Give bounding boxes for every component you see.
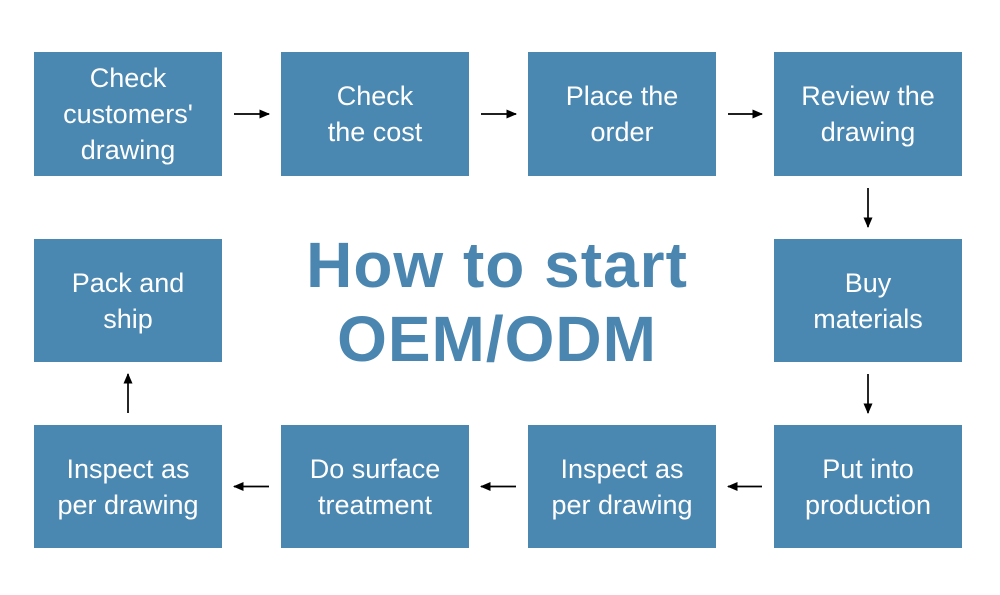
flow-step-label: treatment xyxy=(317,489,433,520)
flow-step-label: Pack and xyxy=(71,267,185,298)
flow-step-label: Inspect as xyxy=(66,453,190,484)
flow-step-pack-and-ship: Pack and ship xyxy=(34,239,222,362)
flow-step-inspect-as-per-drawing-right: Inspect as per drawing xyxy=(528,425,716,548)
flow-step-label: Inspect as xyxy=(560,453,684,484)
diagram-title-line1: How to start xyxy=(306,229,688,301)
flow-step-do-surface-treatment: Do surface treatment xyxy=(281,425,469,548)
flow-step-label: Put into xyxy=(822,453,914,484)
flow-step-label: Do surface xyxy=(309,453,441,484)
flow-step-label: production xyxy=(804,489,932,520)
flow-step-label: materials xyxy=(813,303,923,334)
flow-step-check-the-cost: Check the cost xyxy=(281,52,469,176)
flow-step-label: per drawing xyxy=(57,489,199,520)
flow-step-label: Place the xyxy=(565,81,679,111)
flow-step-label: customers' xyxy=(63,99,193,129)
flow-step-label: the cost xyxy=(327,117,423,147)
diagram-title-line2: OEM/ODM xyxy=(337,303,657,375)
flow-step-inspect-as-per-drawing-left: Inspect as per drawing xyxy=(34,425,222,548)
flow-step-label: Check xyxy=(89,63,167,93)
flow-step-label: drawing xyxy=(80,135,176,165)
flow-step-buy-materials: Buy materials xyxy=(774,239,962,362)
flow-step-label: Check xyxy=(336,81,414,111)
flow-step-check-customers-drawing: Check customers' drawing xyxy=(34,52,222,176)
flow-step-label: Buy xyxy=(844,267,892,298)
flow-step-put-into-production: Put into production xyxy=(774,425,962,548)
flow-step-label: order xyxy=(590,117,654,147)
flow-step-label: ship xyxy=(103,303,153,334)
flow-step-label: per drawing xyxy=(551,489,693,520)
flow-step-review-the-drawing: Review the drawing xyxy=(774,52,962,176)
flow-step-label: Review the xyxy=(801,81,935,111)
flow-step-label: drawing xyxy=(820,117,916,147)
flow-step-place-the-order: Place the order xyxy=(528,52,716,176)
diagram-title: How to start OEM/ODM xyxy=(230,228,764,376)
